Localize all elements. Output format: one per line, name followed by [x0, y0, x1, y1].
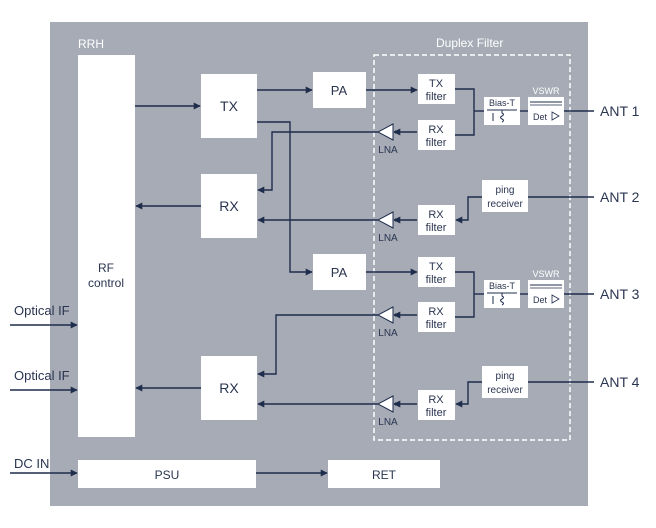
rx-block-1 — [201, 174, 257, 238]
rx-filter-1-line1: RX — [428, 124, 444, 136]
lna-label-4: LNA — [378, 417, 398, 428]
wire-lna1-to-rx1 — [257, 131, 378, 194]
ant-1-label: ANT 1 — [600, 103, 640, 119]
lna-1-dot — [394, 130, 398, 134]
rx-filter-2-line1: RX — [428, 209, 444, 221]
wire-tx-to-pa2 — [257, 121, 313, 276]
pa-label-1: PA — [331, 83, 348, 98]
bias-t-label-2: Bias-T — [489, 281, 516, 291]
pa-block-1 — [313, 72, 366, 108]
rf-control-label-line2: control — [88, 276, 124, 290]
psu-label: PSU — [155, 468, 180, 482]
rx-label-2: RX — [219, 380, 239, 396]
rx-filter-3 — [418, 302, 455, 332]
ret-label: RET — [372, 468, 397, 482]
pa-block-2 — [313, 254, 366, 290]
rx-filter-1 — [418, 120, 455, 150]
lna-icon-4 — [376, 395, 394, 413]
ret-block — [328, 460, 440, 488]
lna-2-dot — [394, 218, 398, 222]
ping-receiver-1-line2: receiver — [487, 199, 523, 210]
lna-label-3: LNA — [378, 328, 398, 339]
lna-icon-1 — [376, 123, 394, 141]
ping-receiver-2-line1: ping — [496, 371, 515, 382]
rx-block-2 — [201, 356, 257, 420]
rx-filter-3-line1: RX — [428, 306, 444, 318]
ant-4-label: ANT 4 — [600, 374, 640, 390]
rx-filter-2-line2: filter — [426, 222, 447, 234]
tx-filter-2 — [418, 257, 455, 287]
lna-icon-3 — [376, 306, 394, 324]
rf-control-block — [78, 55, 135, 437]
wire-ping1-to-rxf2 — [455, 196, 482, 224]
rx-filter-3-line2: filter — [426, 319, 447, 331]
wire-ping2-to-rxf4 — [455, 381, 482, 408]
rx-filter-4 — [418, 390, 455, 420]
lna-icon-2 — [376, 211, 394, 229]
vswr-label-2: VSWR — [533, 269, 561, 279]
pa-label-2: PA — [331, 265, 348, 280]
lna-4-dot — [394, 402, 398, 406]
ping-receiver-1 — [482, 180, 528, 212]
signal-lines — [10, 86, 594, 477]
tx-filter-1-line1: TX — [429, 78, 444, 90]
wire-lna3-to-rx2 — [257, 314, 378, 378]
det-2-arrow-icon — [551, 294, 560, 304]
det-1-arrow-icon — [551, 111, 560, 121]
rx-filter-4-line2: filter — [426, 407, 447, 419]
dc-in-label: DC IN — [14, 456, 49, 471]
tx-label: TX — [220, 98, 239, 114]
bias-t-label-1: Bias-T — [489, 98, 516, 108]
lna-label-1: LNA — [378, 145, 398, 156]
tx-block — [201, 74, 257, 138]
rrh-label: RRH — [78, 37, 104, 51]
lna-label-2: LNA — [378, 233, 398, 244]
tx-filter-2-line2: filter — [426, 274, 447, 286]
optical-if-label-1: Optical IF — [14, 303, 70, 318]
tx-filter-1 — [418, 74, 455, 104]
duplex-filter-region — [373, 54, 571, 441]
optical-if-label-2: Optical IF — [14, 368, 70, 383]
ping-receiver-2 — [482, 366, 528, 398]
vswr-label-1: VSWR — [533, 86, 561, 96]
det-label-2: Det — [533, 295, 548, 305]
det-label-1: Det — [533, 112, 548, 122]
rx-filter-2 — [418, 205, 455, 235]
lna-3-dot — [394, 313, 398, 317]
ping-receiver-1-line1: ping — [496, 185, 515, 196]
psu-block — [78, 460, 256, 488]
ping-receiver-2-line2: receiver — [487, 385, 523, 396]
rx-filter-4-line1: RX — [428, 394, 444, 406]
ant-3-label: ANT 3 — [600, 286, 640, 302]
rx-filter-1-line2: filter — [426, 137, 447, 149]
rf-control-label-line1: RF — [98, 261, 114, 275]
bias-t-2-coil — [500, 293, 504, 306]
tx-filter-1-line2: filter — [426, 91, 447, 103]
duplex-filter-label: Duplex Filter — [436, 36, 503, 50]
bias-t-1-coil — [500, 110, 504, 123]
ant-2-label: ANT 2 — [600, 189, 640, 205]
tx-filter-2-line1: TX — [429, 261, 444, 273]
rx-label-1: RX — [219, 198, 239, 214]
wire-txf1-junction — [455, 88, 475, 136]
